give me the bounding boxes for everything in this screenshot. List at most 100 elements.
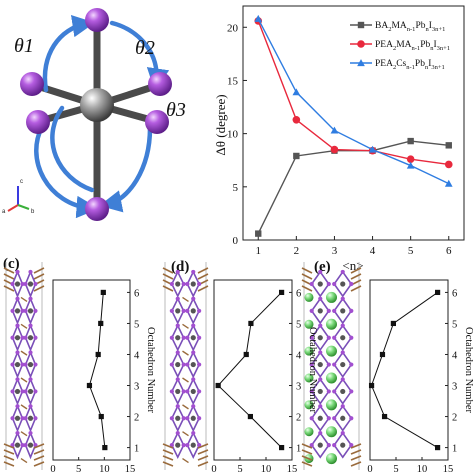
iodide-atom xyxy=(318,404,323,409)
iodide-atom xyxy=(169,362,174,367)
iodide-atom xyxy=(326,362,331,367)
y-tick-label: 10 xyxy=(227,129,239,141)
lead-atom xyxy=(27,281,34,287)
axis-a-line xyxy=(7,204,19,212)
octahedron xyxy=(24,296,37,326)
panel-label-e: (e) xyxy=(314,259,331,275)
iodide-atom xyxy=(15,296,20,301)
cs-atom xyxy=(326,426,337,438)
cs-atom xyxy=(304,346,314,356)
organic-spacer xyxy=(33,273,45,280)
series-line-0 xyxy=(257,140,449,234)
octahedron xyxy=(186,431,201,460)
octahedron xyxy=(170,431,185,460)
octahedron xyxy=(170,323,185,352)
data-point xyxy=(406,155,415,163)
organic-spacer xyxy=(3,273,15,280)
organic-spacer xyxy=(197,449,209,455)
data-point xyxy=(95,351,101,358)
iodide-atom xyxy=(185,416,190,421)
iodide-atom xyxy=(191,377,196,382)
iodide-atom xyxy=(191,404,196,409)
iodide-atom xyxy=(10,308,15,313)
data-point xyxy=(100,289,106,296)
iodide-atom xyxy=(20,281,25,287)
iodide-atom xyxy=(340,350,345,355)
organic-spacer xyxy=(162,455,174,461)
cs-atom xyxy=(326,291,337,303)
ma-cation xyxy=(182,296,189,303)
iodide-atom xyxy=(33,416,38,421)
iodide-right xyxy=(148,72,172,96)
iodide-atom xyxy=(340,430,345,436)
octahedron xyxy=(186,323,201,352)
iodide-atom xyxy=(175,269,180,275)
octahedron-illustration: θ1 θ2 θ3 c a b xyxy=(2,8,186,221)
legend-marker xyxy=(357,21,365,29)
octahedron xyxy=(170,404,185,433)
organic-spacer xyxy=(3,449,15,455)
iodide-atom xyxy=(23,308,28,313)
arrow-inner-loop xyxy=(50,105,95,193)
cs-atom xyxy=(326,372,337,384)
octahedron xyxy=(186,296,201,325)
organic-spacer xyxy=(3,443,15,449)
lead-atom xyxy=(14,415,21,421)
cs-atom xyxy=(326,453,337,465)
iodide-atom xyxy=(191,350,196,355)
y-tick-label: 4 xyxy=(452,350,458,361)
iodide-atom xyxy=(197,335,202,340)
iodide-atom xyxy=(309,416,314,421)
ma-cation xyxy=(182,377,189,383)
series-line-1 xyxy=(257,20,449,166)
y-tick-label: 0 xyxy=(233,235,239,247)
x-tick-label: 3 xyxy=(332,245,338,257)
iodide-atom xyxy=(28,323,33,328)
ma-cation xyxy=(20,350,28,356)
data-point xyxy=(102,444,108,451)
theta3-label: θ3 xyxy=(166,99,186,121)
y-tick-label: 2 xyxy=(452,413,457,424)
iodide-atom xyxy=(197,308,202,313)
lead-atom xyxy=(14,308,21,314)
organic-spacer xyxy=(33,443,45,449)
lead-center xyxy=(80,88,114,122)
lead-atom xyxy=(340,388,346,395)
octahedron xyxy=(170,270,185,298)
organic-spacer xyxy=(33,267,45,274)
organic-spacer xyxy=(301,461,313,467)
organic-spacer xyxy=(301,273,313,280)
y-axis-label: Octahedron Number xyxy=(145,327,156,414)
iodide-atom xyxy=(197,281,202,287)
iodide-atom xyxy=(169,416,174,421)
data-point xyxy=(86,382,93,389)
iodide-atom xyxy=(185,443,190,448)
iodide-atom xyxy=(175,323,180,328)
data-point xyxy=(98,413,104,420)
iodide-atom xyxy=(33,335,38,340)
organic-spacer xyxy=(3,455,15,461)
iodide-atom xyxy=(349,362,354,367)
iodide-atom xyxy=(309,389,314,394)
data-point xyxy=(407,137,414,145)
lead-atom xyxy=(27,308,34,314)
octahedron xyxy=(11,296,24,326)
panel-label-c: (c) xyxy=(3,256,20,272)
data-point xyxy=(330,145,339,154)
iodide-atom xyxy=(28,350,33,355)
iodide-atom xyxy=(349,281,354,287)
octahedron xyxy=(11,350,24,379)
lead-atom xyxy=(340,442,346,448)
iodide-atom xyxy=(181,416,186,421)
iodide-atom xyxy=(318,350,323,355)
data-point xyxy=(215,382,221,389)
lead-atom xyxy=(317,415,323,421)
x-tick-label: 5 xyxy=(408,245,414,257)
iodide-atom xyxy=(326,335,331,340)
axis-c-label: c xyxy=(20,179,23,185)
lead-atom xyxy=(27,415,34,421)
cs-atom xyxy=(304,427,314,437)
